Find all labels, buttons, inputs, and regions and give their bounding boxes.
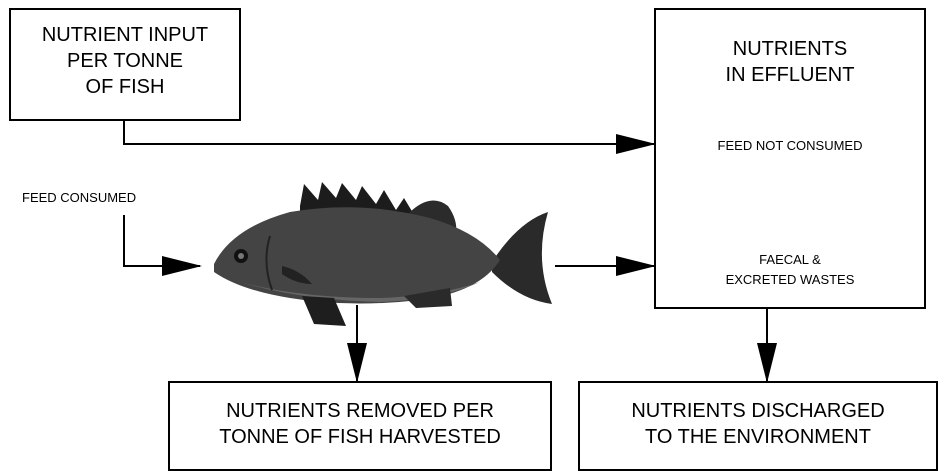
fish-photo-icon	[214, 182, 552, 326]
arrow-feed-consumed	[124, 215, 200, 266]
flow-arrows	[0, 0, 944, 457]
arrow-feed-not-consumed	[124, 121, 654, 144]
